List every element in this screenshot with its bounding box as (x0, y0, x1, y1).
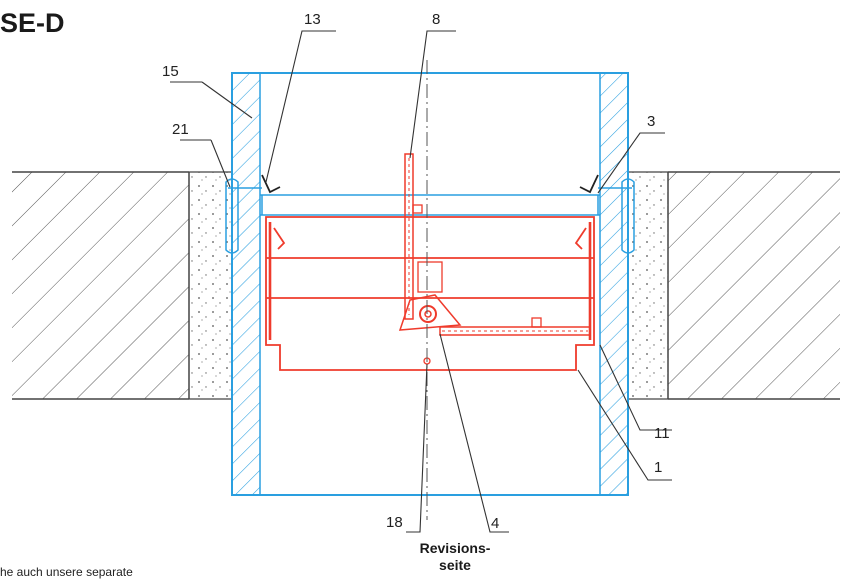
callout-11: 11 (654, 425, 670, 442)
caption-line-1: Revisions- (419, 540, 491, 556)
callout-21: 21 (172, 121, 189, 138)
leader-lines (170, 30, 672, 533)
callout-13: 13 (304, 11, 321, 28)
mortar-fill (189, 171, 668, 400)
wall-left (12, 171, 190, 400)
callout-15: 15 (162, 63, 179, 80)
footnote-text: he auch unsere separate (0, 565, 133, 579)
damper-body (265, 153, 595, 371)
wall-right (667, 171, 840, 400)
callout-4: 4 (491, 515, 499, 532)
callout-3: 3 (647, 113, 655, 130)
callout-8: 8 (432, 11, 440, 28)
drawing-title: SE-D (0, 8, 65, 38)
callout-labels: 13 8 15 21 3 11 1 18 4 (162, 11, 670, 532)
callout-18: 18 (386, 514, 403, 531)
caption-line-2: seite (439, 557, 471, 573)
seal-clamps (261, 174, 599, 194)
installation-frame (225, 72, 635, 496)
inspection-side-label: Revisions- seite (400, 540, 510, 574)
callout-1: 1 (654, 459, 662, 476)
